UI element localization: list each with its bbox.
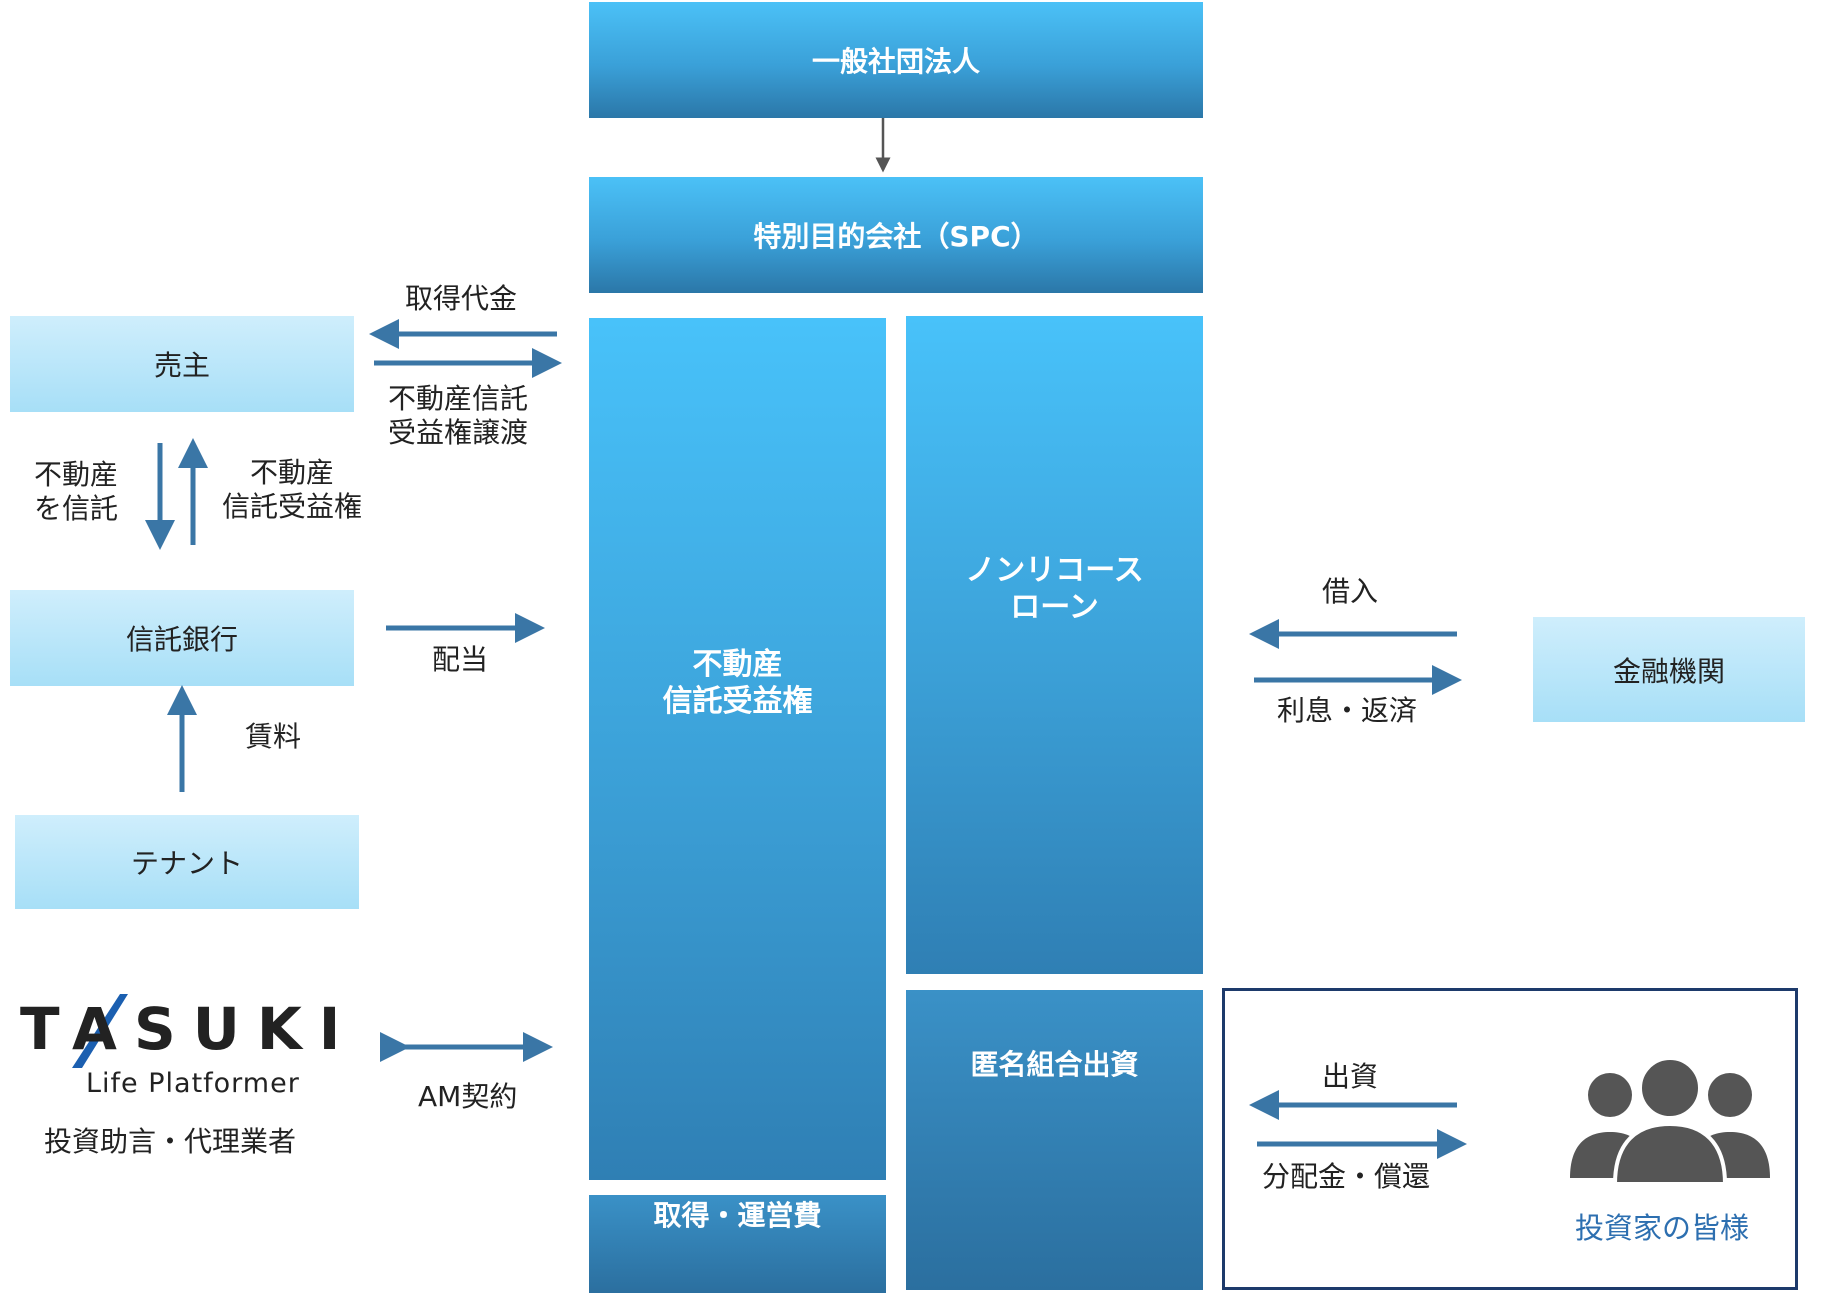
rent-label: 賃料 [245,720,302,753]
dividend-label: 配当 [432,643,489,676]
seller-box: 売主 [10,316,354,412]
tenant-box: テナント [15,815,359,909]
silent-partnership-label: 匿名組合出資 [970,1047,1139,1081]
silent-partnership-box: 匿名組合出資 [906,990,1203,1290]
am-contract-label: AM契約 [418,1080,518,1113]
distribution-label: 分配金・償還 [1262,1160,1431,1193]
interest-repayment-label: 利息・返済 [1277,694,1418,727]
tenant-label: テナント [130,847,243,880]
trust-interest-label: 不動産 信託受益権 [662,647,813,719]
trust-interest-box: 不動産 信託受益権 [589,318,886,1180]
trust-interest-return-label: 不動産 信託受益権 [222,456,363,523]
trust-bank-label: 信託銀行 [125,623,238,656]
investment-label: 出資 [1322,1060,1379,1093]
logo-tagline: Life Platformer [86,1068,300,1099]
seller-label: 売主 [153,349,210,382]
tasuki-logo: TASUKI Life Platformer [20,990,360,1110]
financial-institution-label: 金融機関 [1612,654,1725,688]
people-group-icon [1570,1056,1770,1185]
nonrecourse-loan-box: ノンリコース ローン [906,316,1203,974]
borrowing-label: 借入 [1322,575,1379,608]
trust-bank-box: 信託銀行 [10,590,354,686]
am-role-label: 投資助言・代理業者 [44,1125,297,1158]
financial-institution-box: 金融機関 [1533,617,1805,722]
spc-label: 特別目的会社（SPC） [753,220,1039,253]
spc-box: 特別目的会社（SPC） [589,177,1203,293]
investors-label: 投資家の皆様 [1575,1211,1750,1245]
nonrecourse-loan-label: ノンリコース ローン [965,553,1144,625]
acquisition-price-label: 取得代金 [405,282,518,315]
association-box: 一般社団法人 [589,2,1203,118]
transfer-interest-label: 不動産信託 受益権譲渡 [388,382,529,449]
logo-wordmark: TASUKI [20,995,358,1063]
entrust-property-label: 不動産 を信託 [34,458,119,525]
association-label: 一般社団法人 [811,45,980,78]
flow-arrows [145,118,1467,1159]
tasuki-logo-icon [72,994,128,1068]
acquisition-costs-label: 取得・運営費 [653,1199,822,1232]
